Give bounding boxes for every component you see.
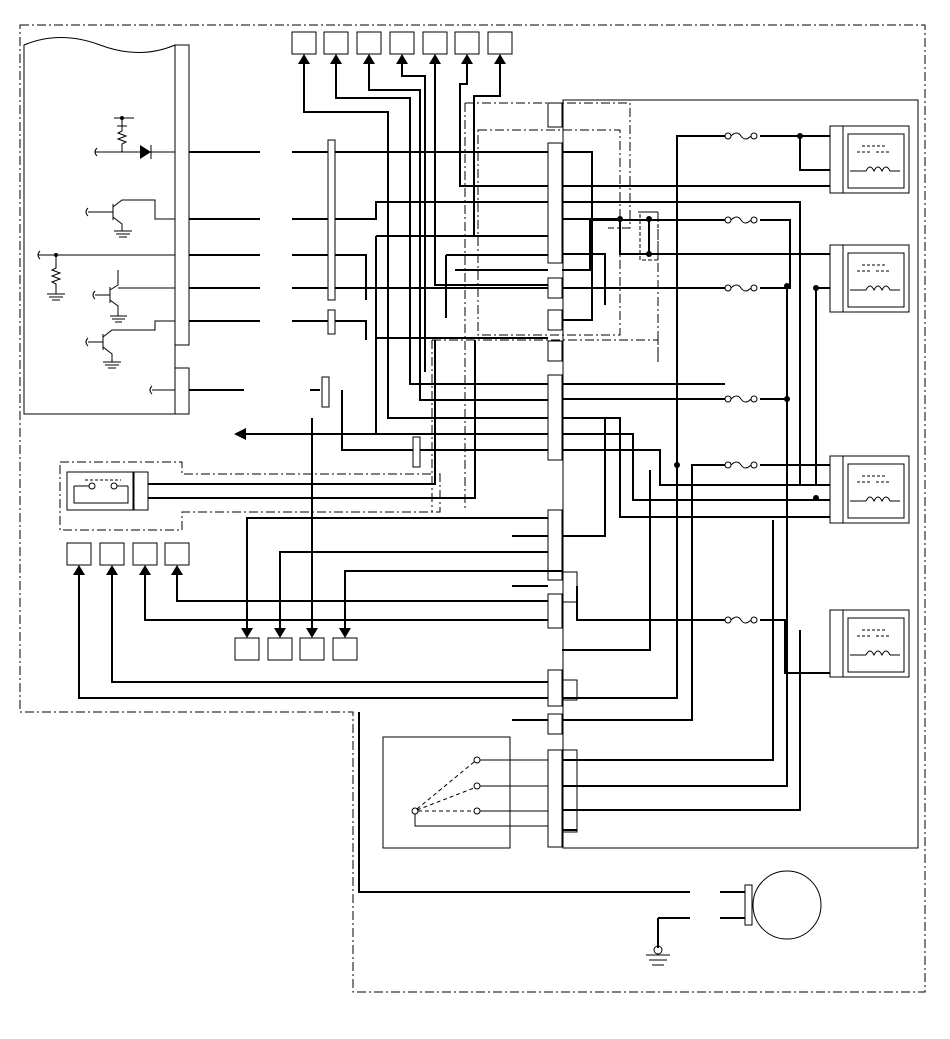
top-terminals: [291, 31, 513, 55]
switch-module: [59, 340, 476, 531]
relay-icon: [829, 609, 910, 678]
outer-boundary: [19, 24, 926, 993]
relay-icon: [829, 125, 910, 194]
relay-wires: [562, 135, 830, 831]
transistor-icon: [85, 199, 175, 238]
sub-harness-2: [477, 129, 621, 336]
relay-icon: [829, 455, 910, 524]
top-terminal-arrows: [298, 54, 506, 64]
junctions: [617, 133, 819, 501]
resistor-icon: [37, 250, 175, 301]
control-unit: [23, 37, 190, 415]
lower-left-terminals: [66, 542, 548, 699]
transistor-icon: [92, 270, 175, 323]
transistor-icon: [85, 320, 175, 369]
center-connectors: [547, 102, 578, 848]
splice-bars: [321, 139, 421, 468]
relay-harness: [562, 99, 919, 849]
diode-icon: [94, 116, 175, 159]
fuse-icon: [724, 132, 758, 624]
arrow-icon: [234, 428, 376, 440]
top-terminal-wires: [303, 64, 548, 451]
bottom-terminals: [234, 418, 563, 721]
sub-harness-3: [431, 211, 659, 512]
ground-icon: [646, 917, 690, 966]
switch-icon: [382, 736, 548, 849]
relay-icon: [829, 244, 910, 313]
motor-icon: [358, 712, 822, 940]
